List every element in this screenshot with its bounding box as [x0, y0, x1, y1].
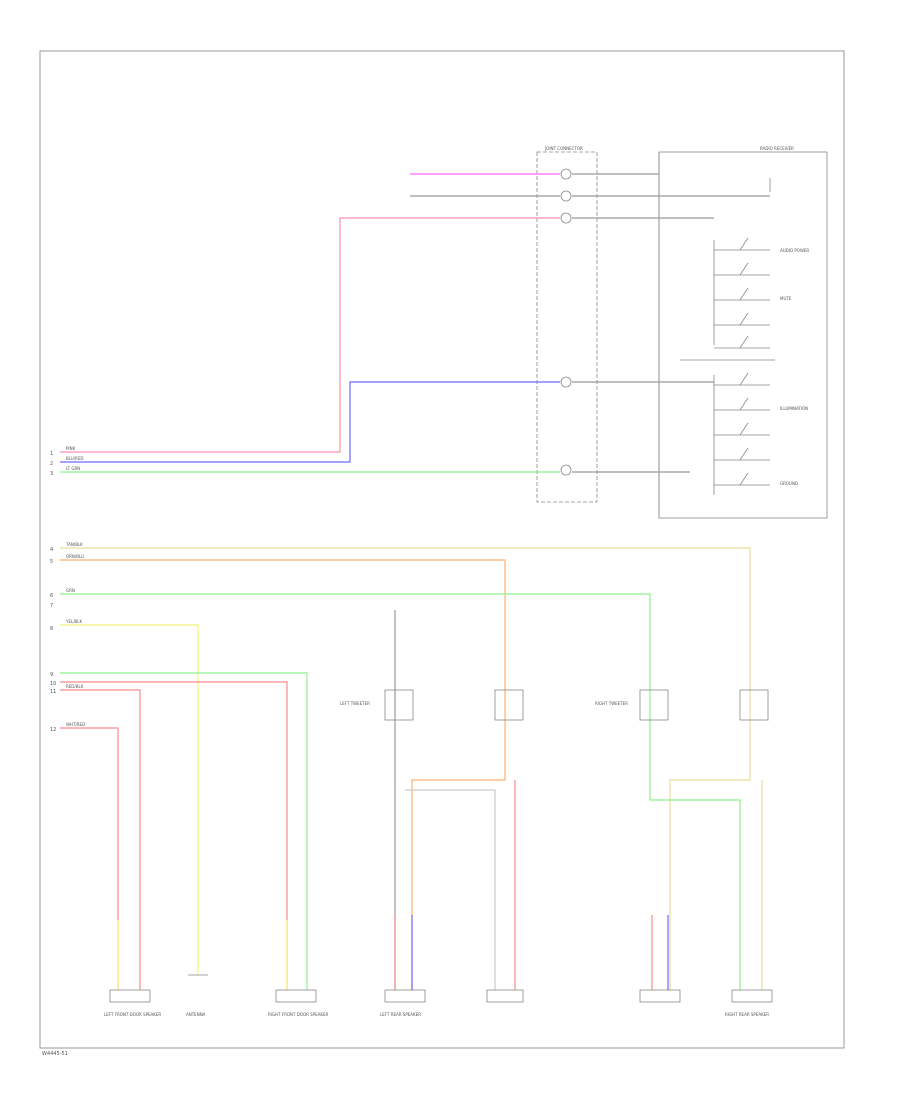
- label-left-tweeter: LEFT TWEETER: [340, 701, 370, 706]
- speaker-left-door: [384, 989, 426, 1003]
- lower-wires: [60, 547, 763, 990]
- pin-8: 8: [50, 626, 53, 632]
- speaker-right-front: [275, 989, 317, 1003]
- pin-6: 6: [50, 593, 53, 599]
- pin-5: 5: [50, 559, 53, 565]
- pin-3: 3: [50, 471, 53, 477]
- wire-label-orange: ORN/BLU: [66, 554, 84, 559]
- diagram-frame: [39, 50, 845, 1049]
- label-radio-receiver: RADIO RECEIVER: [760, 146, 794, 151]
- pin-11: 11: [50, 689, 56, 695]
- pin-9: 9: [50, 672, 53, 678]
- label-right-front-door-speaker: RIGHT FRONT DOOR SPEAKER: [268, 1012, 329, 1017]
- radio-module: [536, 151, 828, 519]
- wire-label-wht: WHT/RED: [66, 722, 85, 727]
- label-right-tweeter: RIGHT TWEETER: [595, 701, 628, 706]
- label-ground: GROUND: [780, 481, 798, 486]
- speaker-left-rear: [486, 989, 524, 1003]
- speaker-symbols: [109, 974, 773, 1003]
- wire-label-yellow: YEL/BLK: [65, 619, 83, 624]
- tweeter-blocks: [384, 689, 769, 721]
- pin-12: 12: [50, 727, 56, 733]
- label-mute: MUTE: [780, 296, 792, 301]
- pin-2: 2: [50, 461, 53, 467]
- speaker-right-rear: [731, 989, 773, 1003]
- label-antenna: ANTENNA: [186, 1012, 206, 1017]
- footer-code: W4445-51: [42, 1051, 68, 1057]
- radio-receiver-box: [658, 151, 828, 519]
- wire-label-red: RED/BLK: [66, 684, 84, 689]
- label-left-rear-speaker: LEFT REAR SPEAKER: [380, 1012, 421, 1017]
- label-illumination: ILLUMINATION: [780, 406, 808, 411]
- connector-circles: [560, 168, 572, 476]
- wire-label-blue: BLU/RED: [66, 456, 83, 461]
- speaker-right-door: [639, 989, 681, 1003]
- pin-10: 10: [50, 681, 56, 687]
- pin-7: 7: [50, 603, 53, 609]
- label-audio-power: AUDIO POWER: [780, 248, 809, 253]
- upper-wires: [60, 173, 770, 473]
- label-left-front-door-speaker: LEFT FRONT DOOR SPEAKER: [104, 1012, 161, 1017]
- wire-label-grn: GRN: [66, 588, 75, 593]
- wire-label-green: LT GRN: [66, 466, 80, 471]
- label-junction-connector: JOINT CONNECTOR: [544, 146, 583, 151]
- wire-label-tan: TAN/BLK: [65, 542, 83, 547]
- wire-label-pink: PINK: [66, 446, 76, 451]
- pin-1: 1: [50, 451, 53, 457]
- pin-4: 4: [50, 547, 53, 553]
- internal-switches: [680, 178, 775, 495]
- junction-box: [536, 151, 598, 503]
- label-right-rear-speaker: RIGHT REAR SPEAKER: [725, 1012, 769, 1017]
- speaker-left-front: [109, 989, 151, 1003]
